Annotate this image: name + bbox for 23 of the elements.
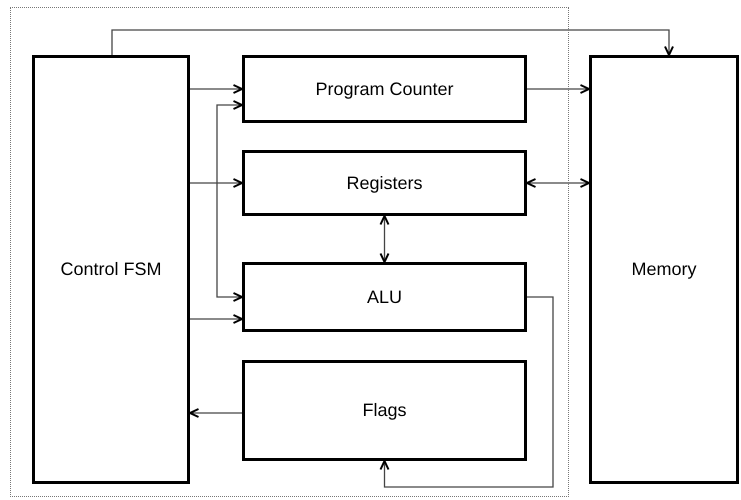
box-label: Memory (630, 258, 698, 281)
arrow (189, 408, 242, 418)
arrow (380, 215, 390, 263)
arrow (111, 29, 674, 56)
process-box (242, 262, 527, 332)
box-label: Program Counter (314, 78, 455, 100)
box-label: Registers (345, 172, 424, 194)
box-label: ALU (366, 286, 403, 308)
arrow (216, 100, 243, 302)
arrow (190, 84, 243, 94)
arrow (526, 178, 590, 188)
process-box (32, 55, 190, 484)
arrow (527, 84, 590, 94)
process-box (242, 55, 527, 123)
arrow (190, 314, 243, 324)
dotted-boundary (10, 7, 569, 497)
process-box (242, 150, 527, 216)
process-box (242, 360, 527, 461)
arrow (190, 178, 243, 188)
box-label: Flags (361, 399, 408, 422)
box-label: Control FSM (59, 258, 163, 281)
arrow (380, 296, 554, 488)
process-box (589, 55, 739, 484)
